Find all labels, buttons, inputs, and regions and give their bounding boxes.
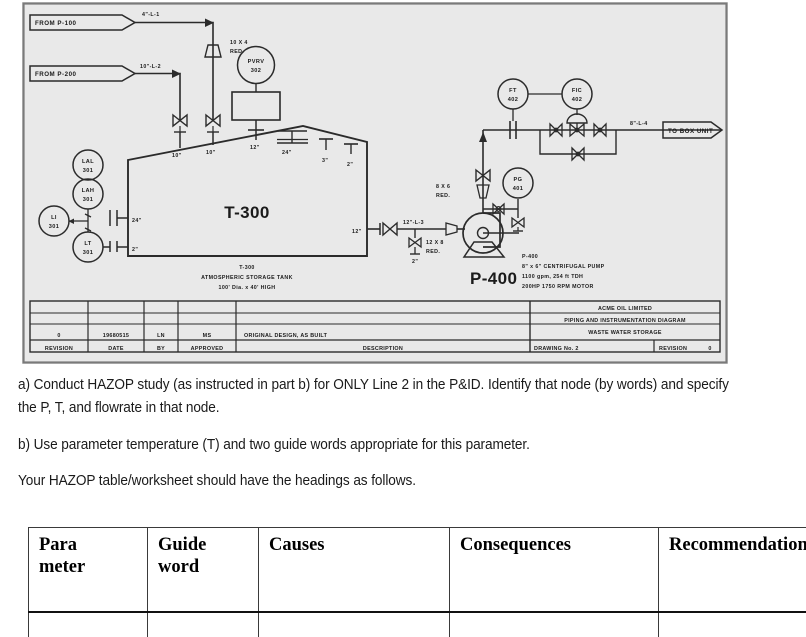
tank-caption-3: 100' Dia. x 40' HIGH: [218, 285, 275, 291]
nozzle-size-manway-24: 24": [282, 150, 292, 156]
hazop-header-guideword-line2: word: [158, 557, 199, 577]
pump-tag-large: P-400: [470, 269, 517, 288]
lah-301-bottom: 301: [83, 197, 94, 203]
li-301-top: LI: [51, 215, 57, 221]
nozzle-size-level-24: 24": [132, 218, 142, 224]
nozzle-size-outlet-12: 12": [352, 229, 362, 235]
question-part-b: b) Use parameter temperature (T) and two…: [18, 434, 744, 457]
fic-402-bottom: 402: [572, 97, 583, 103]
pump-spec-2: 8" x 6" CENTRIFUGAL PUMP: [522, 264, 605, 270]
pg-401-top: PG: [514, 177, 523, 183]
line-number-10-L-2: 10"-L-2: [140, 64, 161, 70]
title-block-approved-value: MS: [203, 333, 212, 339]
pump-spec-1: P-400: [522, 254, 538, 260]
pvrv-302-top: PVRV: [248, 59, 265, 65]
reducer-12x8-label-2: RED.: [426, 249, 440, 255]
nozzle-size-drain-2: 2": [412, 259, 418, 265]
ft-402-top: FT: [509, 88, 517, 94]
hazop-header-guideword-line1: Guide: [158, 535, 206, 555]
tank-tag-large: T-300: [224, 203, 269, 222]
reducer-10x4-label-1: 10 X 4: [230, 40, 248, 46]
hazop-header-consequences: Consequences: [450, 528, 659, 613]
title-block-company: ACME OIL LIMITED: [598, 306, 652, 312]
title-block-revision-number: 0: [708, 346, 711, 352]
question-instruction: Your HAZOP table/worksheet should have t…: [18, 470, 744, 493]
nozzle-size-level-2: 2": [132, 247, 138, 253]
title-block-header-date: DATE: [108, 346, 124, 352]
title-block-title-2: WASTE WATER STORAGE: [588, 330, 662, 336]
nozzle-size-vent-12: 12": [250, 145, 260, 151]
pg-401-bottom: 401: [513, 186, 524, 192]
line-number-12-L-3: 12"-L-3: [403, 220, 424, 226]
hazop-header-recommendations: Recommendations: [659, 528, 806, 613]
reducer-12x8-label-1: 12 X 8: [426, 240, 444, 246]
li-301-bottom: 301: [49, 224, 60, 230]
nozzle-size-3: 3": [322, 158, 328, 164]
question-part-a: a) Conduct HAZOP study (as instructed in…: [18, 374, 744, 421]
outlet-to-box-unit-label: TO BOX UNIT: [668, 128, 713, 135]
tank-caption-2: ATMOSPHERIC STORAGE TANK: [201, 275, 293, 281]
title-block-by-value: LN: [157, 333, 165, 339]
pid-drawing: FROM P-100 4"-L-1 10 X 4 RED. FROM P-200…: [22, 2, 728, 364]
lt-301-bottom: 301: [83, 250, 94, 256]
fic-402-top: FIC: [572, 88, 582, 94]
pvrv-302-bottom: 302: [251, 68, 262, 74]
title-block-header-approved: APPROVED: [191, 346, 224, 352]
hazop-header-guideword: Guide word: [148, 528, 259, 613]
hazop-header-row: Para meter Guide word Causes Consequence…: [29, 528, 806, 613]
hazop-cell-consequences[interactable]: [450, 612, 659, 637]
hazop-header-parameter-line1: Para: [39, 535, 77, 555]
title-block-description-value: ORIGINAL DESIGN, AS BUILT: [244, 333, 328, 339]
inlet-from-p-200-label: FROM P-200: [35, 71, 77, 78]
title-block-revision-value: 0: [57, 333, 60, 339]
title-block-date-value: 19680515: [103, 333, 129, 339]
pump-spec-4: 200HP 1750 RPM MOTOR: [522, 284, 594, 290]
hazop-header-parameter-line2: meter: [39, 557, 85, 577]
title-block-drawing-no: DRAWING No. 2: [534, 346, 579, 352]
pump-spec-3: 1100 gpm, 254 ft TDH: [522, 274, 583, 280]
title-block-header-description: DESCRIPTION: [363, 346, 403, 352]
lah-301-top: LAH: [82, 188, 95, 194]
lal-301-top: LAL: [82, 159, 94, 165]
tank-caption-1: T-300: [239, 265, 255, 271]
inlet-from-p-100-label: FROM P-100: [35, 20, 77, 27]
line-number-4-L-1: 4"-L-1: [142, 12, 160, 18]
reducer-8x6-label-1: 8 X 6: [436, 184, 450, 190]
title-block-header-by: BY: [157, 346, 165, 352]
lt-301-top: LT: [84, 241, 91, 247]
reducer-8x6-label-2: RED.: [436, 193, 450, 199]
line-number-8-L-4: 8"-L-4: [630, 121, 648, 127]
hazop-cell-causes[interactable]: [259, 612, 450, 637]
nozzle-size-2: 2": [347, 162, 353, 168]
hazop-header-parameter: Para meter: [29, 528, 148, 613]
title-block-header-revision: REVISION: [45, 346, 73, 352]
nozzle-size-10b: 10": [206, 150, 216, 156]
lal-301-bottom: 301: [83, 168, 94, 174]
hazop-header-causes: Causes: [259, 528, 450, 613]
table-row[interactable]: [29, 612, 806, 637]
ft-402-bottom: 402: [508, 97, 519, 103]
title-block-title-1: PIPING AND INSTRUMENTATION DIAGRAM: [564, 318, 686, 324]
question-block: a) Conduct HAZOP study (as instructed in…: [18, 374, 790, 494]
hazop-table: Para meter Guide word Causes Consequence…: [28, 527, 776, 637]
title-block-revision-label: REVISION: [659, 346, 687, 352]
hazop-cell-guideword[interactable]: [148, 612, 259, 637]
hazop-cell-recommendations[interactable]: [659, 612, 806, 637]
nozzle-size-10a: 10": [172, 153, 182, 159]
hazop-cell-parameter[interactable]: [29, 612, 148, 637]
